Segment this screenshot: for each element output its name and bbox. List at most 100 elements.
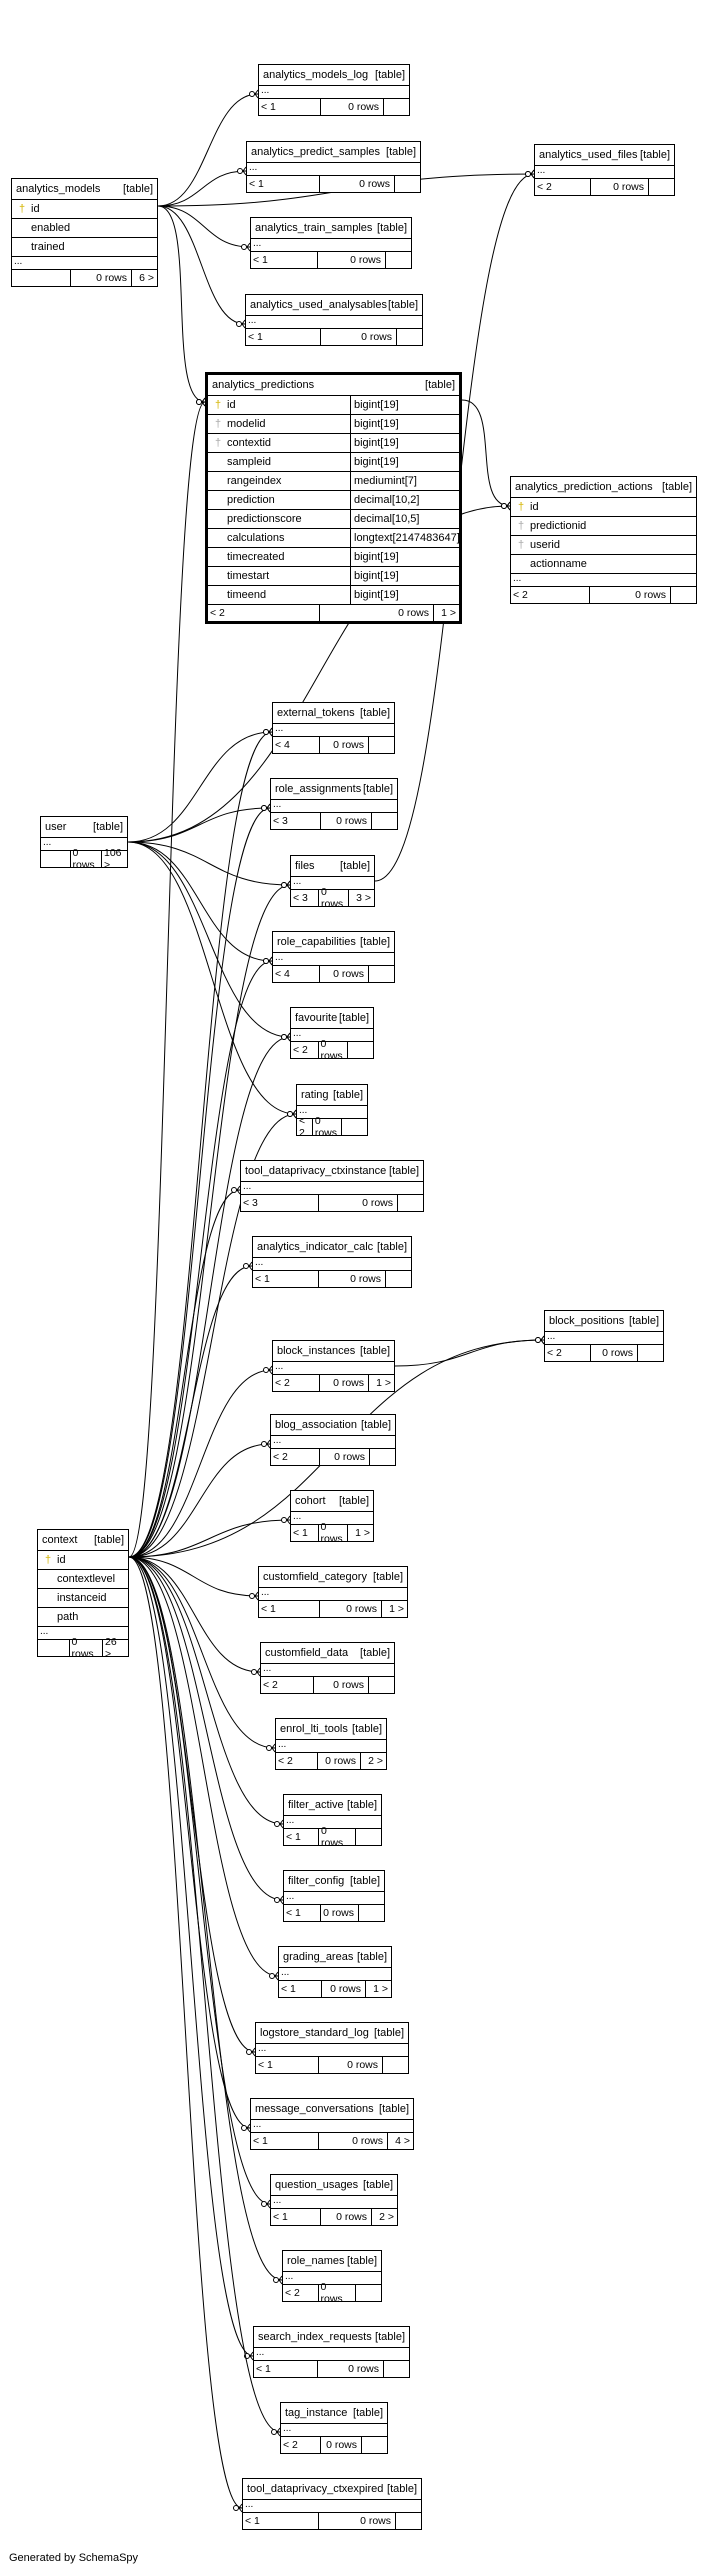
children-count[interactable] [361,2437,387,2453]
column-row[interactable]: †id [12,200,157,219]
column-row[interactable]: actionname [511,555,696,574]
parents-count[interactable]: < 2 [276,1753,318,1769]
table-tool-dataprivacy-ctxexpired[interactable]: tool_dataprivacy_ctxexpired[table]...< 1… [242,2478,422,2530]
children-count[interactable]: 1 > [365,1981,391,1997]
table-name[interactable]: analytics_predict_samples [251,146,381,158]
table-name[interactable]: analytics_used_files [539,149,638,161]
children-count[interactable] [397,1195,423,1211]
table-name[interactable]: analytics_indicator_calc [257,1241,374,1253]
table-name[interactable]: role_capabilities [277,936,356,948]
children-count[interactable] [637,1345,663,1361]
table-name[interactable]: tag_instance [285,2407,348,2419]
children-count[interactable] [368,737,394,753]
children-count[interactable] [368,966,394,982]
children-count[interactable] [385,1271,411,1287]
table-name[interactable]: block_positions [549,1315,625,1327]
children-count[interactable]: 106 > [101,847,127,871]
parents-count[interactable]: < 1 [291,1525,319,1541]
table-name[interactable]: analytics_models [16,183,101,195]
table-name[interactable]: analytics_prediction_actions [515,481,653,493]
column-row[interactable]: †id [38,1551,128,1570]
children-count[interactable] [396,329,422,345]
parents-count[interactable] [38,1640,70,1656]
column-row[interactable]: enabled [12,219,157,238]
table-name[interactable]: filter_config [288,1875,345,1887]
table-name[interactable]: grading_areas [283,1951,354,1963]
table-name[interactable]: files [295,860,315,872]
parents-count[interactable]: < 1 [243,2513,319,2529]
parents-count[interactable]: < 2 [291,1042,319,1058]
column-row[interactable]: path [38,1608,128,1627]
table-name[interactable]: search_index_requests [258,2331,372,2343]
children-count[interactable] [385,252,411,268]
parents-count[interactable]: < 1 [251,2133,319,2149]
children-count[interactable] [670,587,696,603]
parents-count[interactable]: < 1 [251,252,318,268]
table-name[interactable]: logstore_standard_log [260,2027,369,2039]
children-count[interactable]: 1 > [368,1375,394,1391]
children-count[interactable]: 1 > [433,605,459,621]
parents-count[interactable]: < 2 [261,1677,314,1693]
table-name[interactable]: tool_dataprivacy_ctxinstance [245,1165,387,1177]
parents-count[interactable]: < 1 [246,329,321,345]
table-name[interactable]: external_tokens [277,707,355,719]
column-row[interactable]: †userid [511,536,696,555]
parents-count[interactable]: < 1 [271,2209,321,2225]
parents-count[interactable]: < 2 [535,179,591,195]
children-count[interactable] [355,1829,381,1845]
parents-count[interactable]: < 1 [279,1981,322,1997]
children-count[interactable]: 4 > [387,2133,413,2149]
parents-count[interactable]: < 1 [284,1905,321,1921]
table-name[interactable]: customfield_data [265,1647,349,1659]
children-count[interactable]: 26 > [102,1636,128,1660]
children-count[interactable]: 3 > [348,890,374,906]
table-name[interactable]: rating [301,1089,329,1101]
parents-count[interactable]: < 2 [281,2437,321,2453]
table-name[interactable]: filter_active [288,1799,344,1811]
table-name[interactable]: blog_association [275,1419,357,1431]
children-count[interactable] [383,2361,409,2377]
children-count[interactable] [382,2057,408,2073]
column-row[interactable]: †predictionid [511,517,696,536]
table-name[interactable]: analytics_train_samples [255,222,373,234]
parents-count[interactable]: < 2 [297,1115,313,1139]
children-count[interactable] [395,2513,421,2529]
children-count[interactable]: 1 > [381,1601,407,1617]
parents-count[interactable]: < 2 [545,1345,591,1361]
children-count[interactable] [394,176,420,192]
parents-count[interactable]: < 1 [284,1829,319,1845]
children-count[interactable] [371,813,397,829]
parents-count[interactable]: < 2 [208,605,320,621]
table-name[interactable]: analytics_predictions [212,379,315,391]
table-tool-dataprivacy-ctxinstance[interactable]: tool_dataprivacy_ctxinstance[table]...< … [240,1160,424,1212]
parents-count[interactable]: < 1 [247,176,320,192]
parents-count[interactable]: < 4 [273,737,320,753]
column-row[interactable]: †id [511,498,696,517]
children-count[interactable]: 6 > [131,270,157,286]
children-count[interactable] [355,2285,381,2301]
